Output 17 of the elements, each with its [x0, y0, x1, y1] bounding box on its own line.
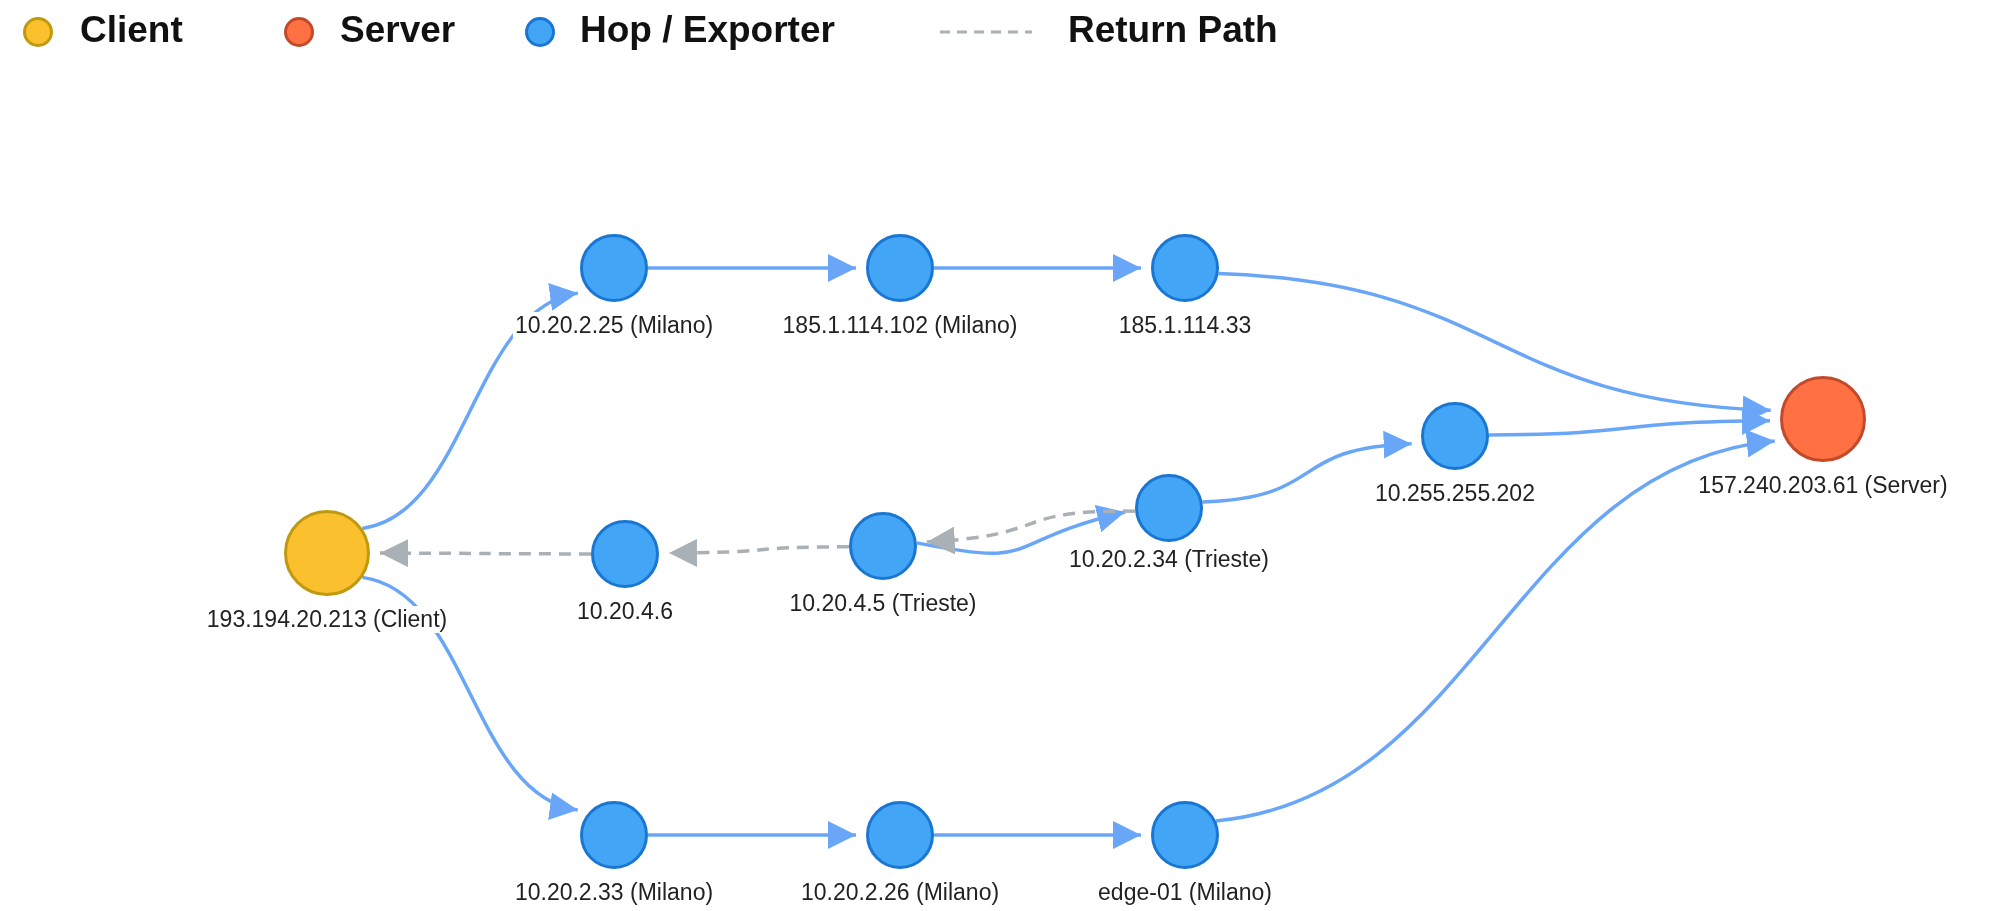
arrow	[934, 254, 1141, 282]
arrow	[648, 821, 856, 849]
arrow	[934, 821, 1141, 849]
arrow	[1202, 431, 1412, 504]
return-path-arrow	[380, 539, 591, 568]
return-path-arrow	[668, 538, 850, 567]
return-path-arrow	[926, 509, 1136, 554]
node-label: edge-01 (Milano)	[1096, 879, 1274, 906]
arrow	[1215, 432, 1776, 823]
arrow	[916, 505, 1126, 555]
legend-label: Hop / Exporter	[580, 9, 835, 51]
node-label: 10.20.2.34 (Trieste)	[1067, 546, 1271, 573]
legend-label: Return Path	[1068, 9, 1278, 51]
arrow	[1488, 407, 1771, 437]
legend-label: Client	[80, 9, 183, 51]
legend-label: Server	[340, 9, 456, 51]
arrow	[648, 254, 856, 282]
